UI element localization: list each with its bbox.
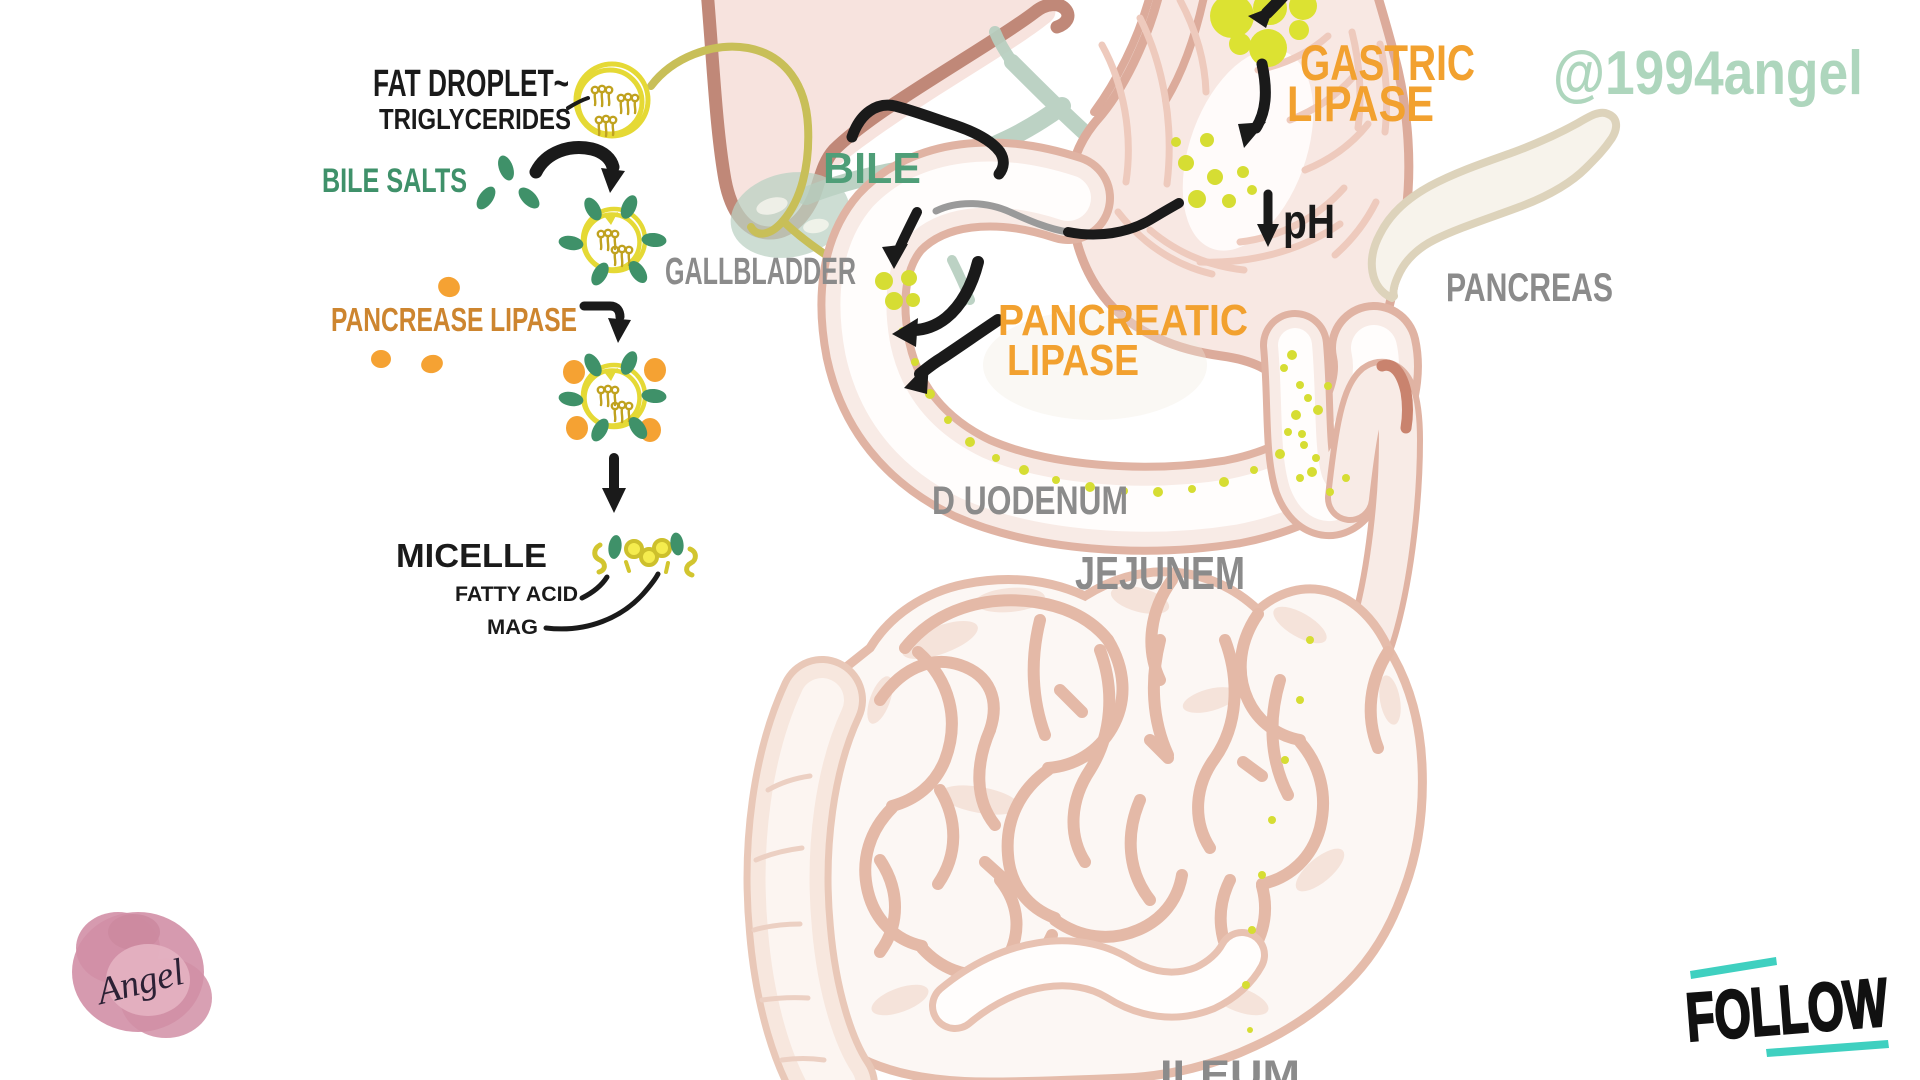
svg-text:PANCREATIC: PANCREATIC (998, 296, 1248, 345)
svg-text:BILE SALTS: BILE SALTS (322, 162, 467, 200)
svg-text:GASTRIC: GASTRIC (1300, 35, 1475, 91)
svg-text:BILE: BILE (823, 144, 921, 193)
svg-text:FAT DROPLET~: FAT DROPLET~ (373, 63, 569, 105)
svg-text:FATTY ACID: FATTY ACID (455, 583, 578, 606)
svg-text:TRIGLYCERIDES: TRIGLYCERIDES (379, 104, 571, 136)
svg-text:LIPASE: LIPASE (1007, 336, 1139, 385)
svg-text:MICELLE: MICELLE (396, 537, 547, 574)
svg-text:D UODENUM: D UODENUM (932, 479, 1128, 523)
svg-text:PANCREASE LIPASE: PANCREASE LIPASE (331, 301, 577, 338)
svg-text:@1994angel: @1994angel (1553, 39, 1863, 108)
svg-text:JEJUNEM: JEJUNEM (1075, 547, 1245, 599)
svg-text:MAG: MAG (487, 616, 538, 639)
svg-text:ILEUM: ILEUM (1160, 1053, 1300, 1080)
svg-text:PANCREAS: PANCREAS (1446, 266, 1613, 310)
svg-text:LIPASE: LIPASE (1287, 76, 1434, 132)
svg-text:pH: pH (1283, 196, 1335, 249)
svg-text:FOLLOW: FOLLOW (1683, 964, 1891, 1056)
svg-text:GALLBLADDER: GALLBLADDER (665, 251, 856, 293)
